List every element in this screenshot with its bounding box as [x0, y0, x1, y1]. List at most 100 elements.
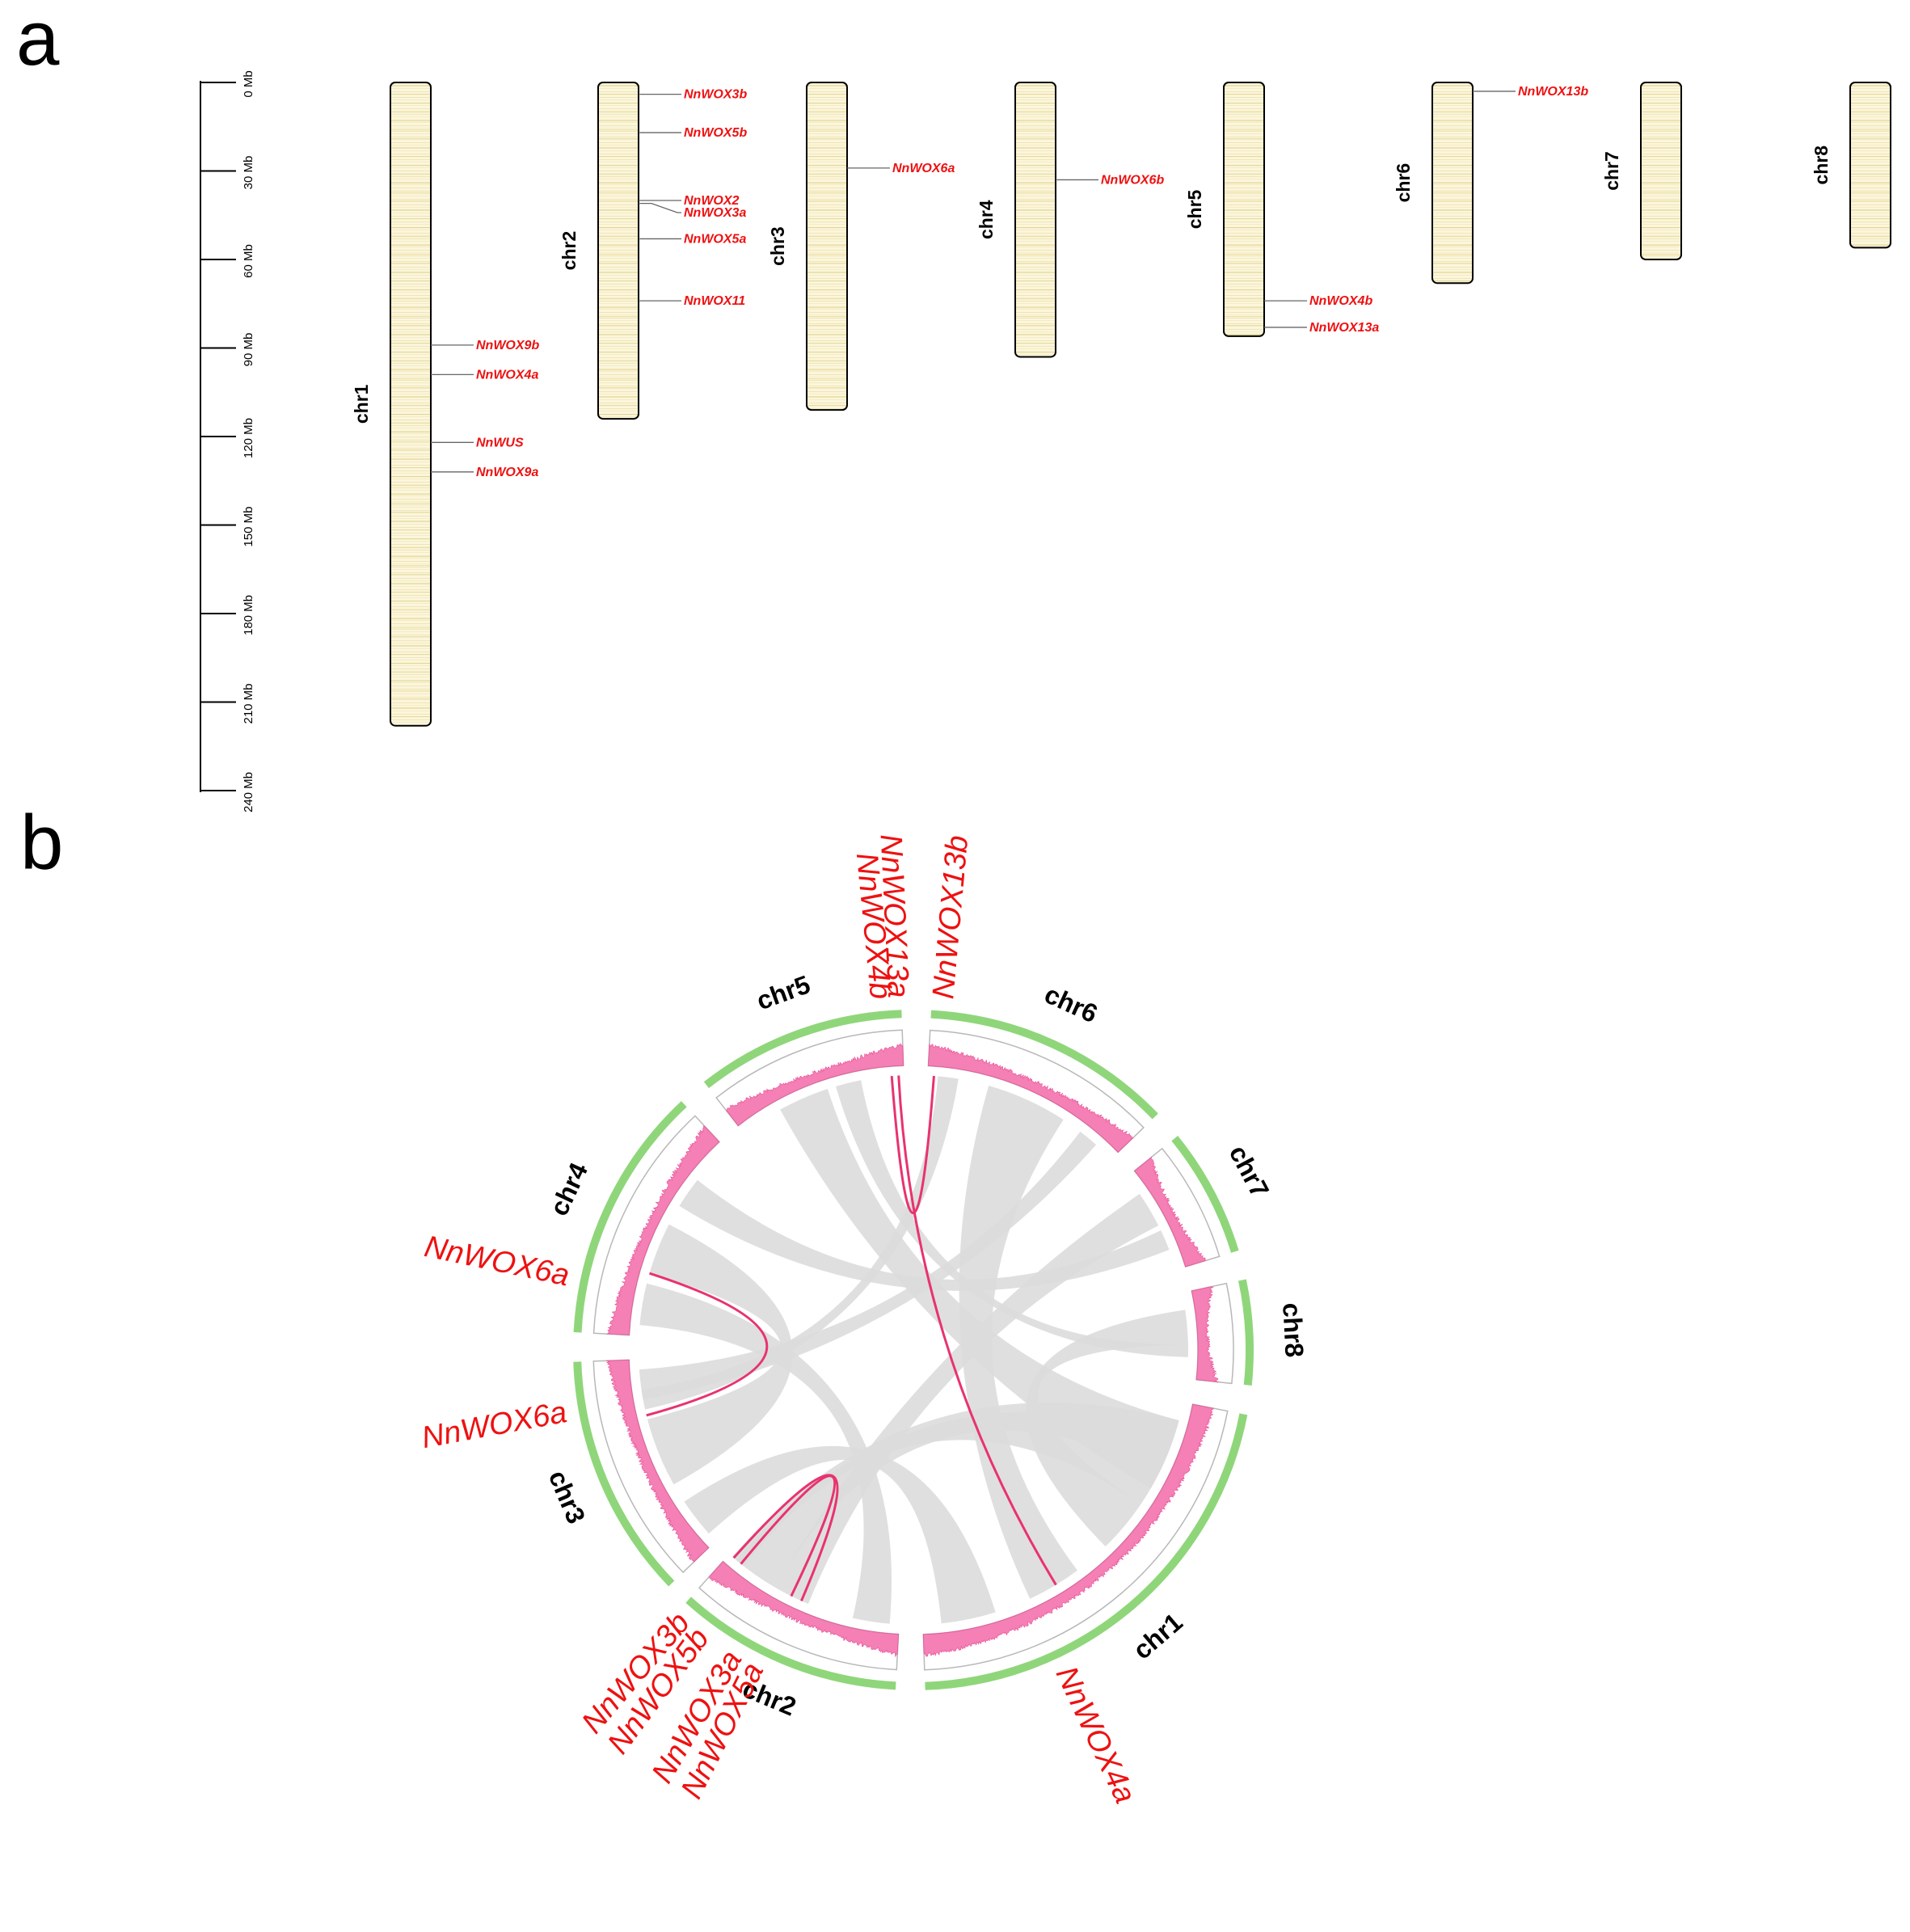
chromosome-bands	[807, 82, 847, 411]
circos-chromosome-label: chr8	[1277, 1302, 1309, 1358]
chromosome-chr5: chr5	[1184, 82, 1265, 337]
circos-chromosome-label: chr5	[753, 969, 814, 1015]
chromosome-bands	[1641, 82, 1681, 259]
gene-label: NnWOX9a	[476, 466, 538, 479]
chromosome-outline	[1640, 82, 1682, 260]
density-histogram	[709, 1561, 899, 1658]
gene-marker-NnWOX4a: NnWOX4a	[431, 368, 538, 382]
chromosome-chr3: chr3	[767, 82, 848, 411]
wox-link-2	[890, 1075, 935, 1215]
chromosome-chr7: chr7	[1601, 82, 1682, 260]
gene-marker-NnWOX6b: NnWOX6b	[1056, 173, 1164, 187]
scale-tick-label: 180 Mb	[242, 595, 255, 635]
chromosome-label: chr2	[559, 231, 580, 271]
wox-duplication-links	[646, 1075, 1057, 1602]
synteny-ribbon	[959, 1086, 1077, 1599]
chromosome-chr8: chr8	[1811, 82, 1891, 249]
gene-marker-NnWOX4b: NnWOX4b	[1264, 294, 1372, 308]
gene-label: NnWOX13a	[1309, 321, 1379, 335]
chromosome-label: chr4	[976, 200, 997, 239]
circos-chromosome-label: chr1	[1128, 1607, 1188, 1664]
circos-gene-label: NnWOX13a	[874, 833, 916, 999]
synteny-ribbon	[836, 1080, 1188, 1357]
gene-label: NnWOX4a	[476, 368, 538, 382]
chromosome-chr6: chr6	[1393, 82, 1474, 285]
density-histogram	[605, 1359, 710, 1563]
panel-b-letter: b	[20, 799, 63, 886]
density-histogram	[922, 1403, 1214, 1657]
gene-marker-NnWUS: NnWUS	[431, 436, 524, 449]
gene-label: NnWOX3a	[684, 206, 746, 220]
density-histogram	[1134, 1156, 1207, 1268]
scale-tick-label: 120 Mb	[242, 418, 255, 458]
wox-link-4	[732, 1474, 839, 1602]
scale-tick-label: 150 Mb	[242, 506, 255, 546]
circos-gene-label: NnWOX4a	[1049, 1661, 1142, 1808]
synteny-ribbon	[639, 1131, 1097, 1400]
chromosome-label: chr8	[1811, 146, 1832, 185]
chromosome-bands	[390, 82, 431, 726]
scale-tick-label: 0 Mb	[242, 70, 255, 97]
circos-gene-label: NnWOX6a	[419, 1395, 569, 1455]
gene-label: NnWOX13b	[1518, 85, 1588, 99]
gene-label: NnWOX9b	[476, 339, 539, 352]
density-histogram	[928, 1043, 1134, 1153]
scale-tick-label: 30 Mb	[242, 156, 255, 190]
chromosome-label: chr6	[1393, 163, 1414, 203]
scale-tick-label: 240 Mb	[242, 772, 255, 812]
gene-label: NnWOX2	[684, 194, 740, 208]
density-histogram	[726, 1044, 904, 1127]
gene-marker-NnWOX2: NnWOX2	[639, 194, 740, 208]
gene-marker-NnWOX3b: NnWOX3b	[639, 88, 747, 102]
circos-arc-chr3	[573, 1361, 675, 1587]
density-histogram	[605, 1125, 720, 1335]
gene-marker-NnWOX13a: NnWOX13a	[1264, 321, 1379, 335]
chromosome-label: chr3	[767, 226, 788, 266]
panel-a-letter: a	[16, 0, 60, 82]
gene-leader-line	[639, 202, 681, 213]
gene-marker-NnWOX3a: NnWOX3a	[639, 202, 746, 220]
gene-label: NnWOX5a	[684, 232, 746, 246]
chromosome-outline	[1431, 82, 1474, 285]
chromosome-outline	[597, 82, 639, 420]
synteny-ribbon	[732, 1402, 1179, 1567]
circos-arc-chr2	[685, 1597, 896, 1690]
chromosome-label: chr7	[1601, 151, 1622, 191]
wox-link-1	[897, 1075, 1057, 1586]
gene-label: NnWOX5b	[684, 126, 747, 140]
synteny-links	[639, 1076, 1188, 1624]
chromosome-label: chr5	[1184, 189, 1205, 229]
chromosome-bands	[598, 82, 639, 420]
gene-marker-NnWOX6a: NnWOX6a	[847, 162, 955, 175]
circos-chromosome-label: chr6	[1040, 979, 1102, 1028]
circos-arc-chr6	[930, 1010, 1158, 1120]
gene-label: NnWOX11	[684, 294, 745, 308]
gene-label: NnWUS	[476, 436, 524, 449]
gene-label: NnWOX6b	[1101, 173, 1164, 187]
wox-link-0	[646, 1272, 769, 1417]
gene-marker-NnWOX9a: NnWOX9a	[431, 466, 538, 479]
synteny-ribbon	[684, 1445, 996, 1624]
chromosome-outline	[1849, 82, 1891, 249]
gene-label: NnWOX6a	[892, 162, 955, 175]
gene-marker-NnWOX13b: NnWOX13b	[1473, 85, 1588, 99]
circos-gene-label: NnWOX13b	[926, 834, 975, 1001]
chromosome-chr4: chr4	[976, 82, 1056, 358]
gene-marker-NnWOX5a: NnWOX5a	[639, 232, 746, 246]
circos-arc-chr8	[1238, 1279, 1254, 1386]
circos-chromosome-arcs	[573, 1010, 1254, 1690]
chromosome-chr2: chr2	[559, 82, 639, 420]
gene-density-tracks	[592, 1029, 1234, 1671]
chromosome-outline	[1014, 82, 1056, 358]
circos-chromosome-label: chr7	[1224, 1141, 1275, 1203]
chromosome-bands	[1224, 82, 1264, 336]
chromosome-bands	[1432, 82, 1473, 284]
circos-arc-chr4	[573, 1101, 687, 1333]
